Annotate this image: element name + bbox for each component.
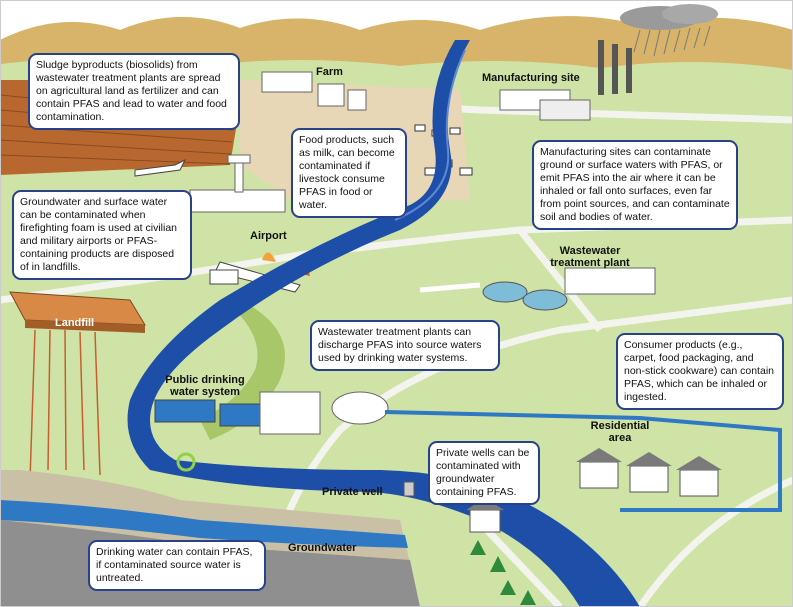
label-groundwater: Groundwater bbox=[288, 542, 357, 554]
well-icon bbox=[403, 481, 415, 497]
leachate-lines bbox=[29, 329, 101, 481]
smokestack bbox=[598, 40, 604, 95]
storage-tank bbox=[331, 391, 389, 425]
callout-food-products: Food products, such as milk, can become … bbox=[291, 128, 407, 218]
water-pipe bbox=[384, 410, 782, 512]
water-basin bbox=[154, 399, 216, 423]
sky bbox=[0, 0, 793, 40]
fire-truck-icon bbox=[209, 269, 239, 285]
contamination-plume bbox=[200, 300, 285, 440]
treatment-building bbox=[564, 267, 656, 295]
groundwater-layer bbox=[0, 500, 408, 548]
callout-wastewater: Wastewater treatment plants can discharg… bbox=[310, 320, 500, 371]
callout-groundwater-surface: Groundwater and surface water can be con… bbox=[12, 190, 192, 280]
clarifier-tank bbox=[482, 281, 528, 303]
airplane-icon bbox=[134, 158, 187, 177]
treatment-facility bbox=[259, 391, 321, 435]
tree-icons bbox=[470, 540, 536, 605]
callout-manufacturing: Manufacturing sites can contaminate grou… bbox=[532, 140, 738, 230]
control-tower bbox=[234, 159, 244, 193]
label-landfill: Landfill bbox=[55, 317, 95, 329]
label-airport: Airport bbox=[250, 230, 287, 242]
label-wastewater-plant: Wastewater treatment plant bbox=[550, 245, 630, 269]
label-residential: Residential area bbox=[590, 420, 650, 444]
intake-ring bbox=[176, 452, 196, 472]
label-public-drinking: Public drinking water system bbox=[165, 374, 245, 398]
callout-sludge: Sludge byproducts (biosolids) from waste… bbox=[28, 53, 240, 130]
label-manufacturing-site: Manufacturing site bbox=[482, 72, 580, 84]
label-farm: Farm bbox=[316, 66, 343, 78]
rain-lines bbox=[633, 25, 711, 57]
farm-barn bbox=[261, 71, 313, 93]
river bbox=[127, 40, 640, 607]
callout-drinking-water: Drinking water can contain PFAS, if cont… bbox=[88, 540, 266, 591]
callout-private-wells: Private wells can be contaminated with g… bbox=[428, 441, 540, 505]
label-private-well: Private well bbox=[322, 486, 383, 498]
callout-consumer-products: Consumer products (e.g., carpet, food pa… bbox=[616, 333, 784, 410]
houses bbox=[469, 461, 719, 533]
airport-terminal bbox=[189, 189, 286, 213]
